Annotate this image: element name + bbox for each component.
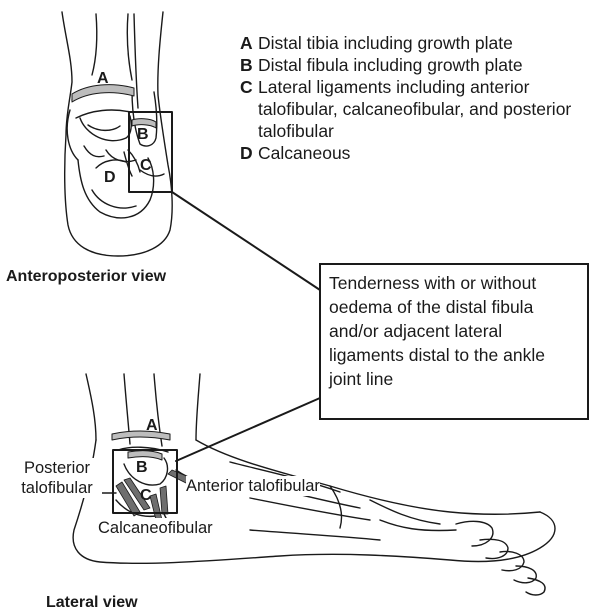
marker-b-ap: B (137, 126, 149, 143)
legend-item: B Distal fibula including growth plate (240, 54, 612, 76)
anteroposterior-view-caption: Anteroposterior view (6, 268, 166, 286)
legend-text: Distal fibula including growth plate (258, 54, 612, 76)
anteroposterior-foot-drawing (62, 12, 172, 256)
legend-letter: A (240, 32, 258, 54)
legend-text: Calcaneous (258, 142, 612, 164)
legend: A Distal tibia including growth plate B … (240, 32, 612, 164)
legend-text: Distal tibia including growth plate (258, 32, 612, 54)
legend-item: C Lateral ligaments including anterior t… (240, 76, 612, 142)
lateral-view-caption: Lateral view (46, 594, 138, 612)
legend-letter: D (240, 142, 258, 164)
legend-item: D Calcaneous (240, 142, 612, 164)
legend-item: A Distal tibia including growth plate (240, 32, 612, 54)
legend-text: Lateral ligaments including anterior tal… (258, 76, 612, 142)
marker-a-ap: A (97, 70, 109, 87)
posterior-talofibular-label: Posterior talofibular (12, 458, 102, 498)
marker-c-ap: C (140, 157, 152, 174)
legend-letter: B (240, 54, 258, 76)
legend-letter: C (240, 76, 258, 98)
marker-a-lateral: A (146, 417, 158, 434)
calcaneofibular-label: Calcaneofibular (98, 518, 213, 538)
anterior-talofibular-label: Anterior talofibular (186, 476, 320, 496)
callout-box: Tenderness with or without oedema of the… (319, 263, 589, 420)
marker-b-lateral: B (136, 459, 148, 476)
marker-d-ap: D (104, 169, 116, 186)
marker-c-lateral: C (140, 487, 152, 504)
